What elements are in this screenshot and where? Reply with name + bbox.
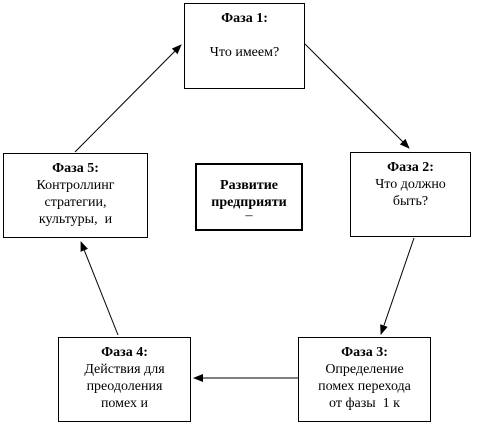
phase-5-text-line: стратегии,	[44, 195, 107, 210]
phase-5-text-line: Контроллинг	[36, 178, 115, 193]
phase-3-box: Фаза 3: Определение помех перехода от фа…	[298, 337, 431, 422]
phase-4-text-line: преодоления	[86, 379, 163, 394]
phase-2-box: Фаза 2: Что должно быть?	[350, 152, 471, 237]
arrow-phase2-to-phase3	[380, 237, 415, 335]
phase-4-text-line: Действия для	[84, 362, 165, 377]
phase-1-title: Фаза 1:	[221, 11, 268, 26]
center-topic-line: предприяти	[211, 195, 287, 210]
phase-1-text-line: Что имеем?	[209, 45, 280, 60]
phase-3-text-line: от фазы 1 к	[329, 396, 400, 411]
center-topic-line: Развитие	[220, 178, 278, 193]
arrow-phase1-to-phase2	[304, 43, 410, 149]
phase-3-title: Фаза 3:	[341, 345, 388, 360]
phase-4-box: Фаза 4: Действия для преодоления помех и	[58, 337, 191, 422]
phase-4-text-line: помех и	[100, 396, 149, 411]
phase-1-box: Фаза 1: Что имеем?	[184, 3, 305, 89]
phase-5-title: Фаза 5:	[52, 161, 99, 176]
phase-2-title: Фаза 2:	[387, 160, 434, 175]
center-topic-box: Развитие предприяти –	[195, 163, 303, 231]
phase-3-text-line: помех перехода	[318, 379, 411, 394]
phase-4-title: Фаза 4:	[101, 345, 148, 360]
phase-5-text-line: культуры, и	[38, 212, 113, 227]
phase-5-box: Фаза 5: Контроллинг стратегии, культуры,…	[3, 153, 148, 238]
center-topic-dash: –	[245, 208, 253, 223]
phase-2-text-line: быть?	[392, 194, 429, 209]
arrow-phase4-to-phase5	[80, 241, 119, 336]
arrow-phase5-to-phase1	[74, 44, 182, 153]
phase-3-text-line: Определение	[325, 362, 404, 377]
phase-2-text-line: Что должно	[375, 177, 446, 192]
